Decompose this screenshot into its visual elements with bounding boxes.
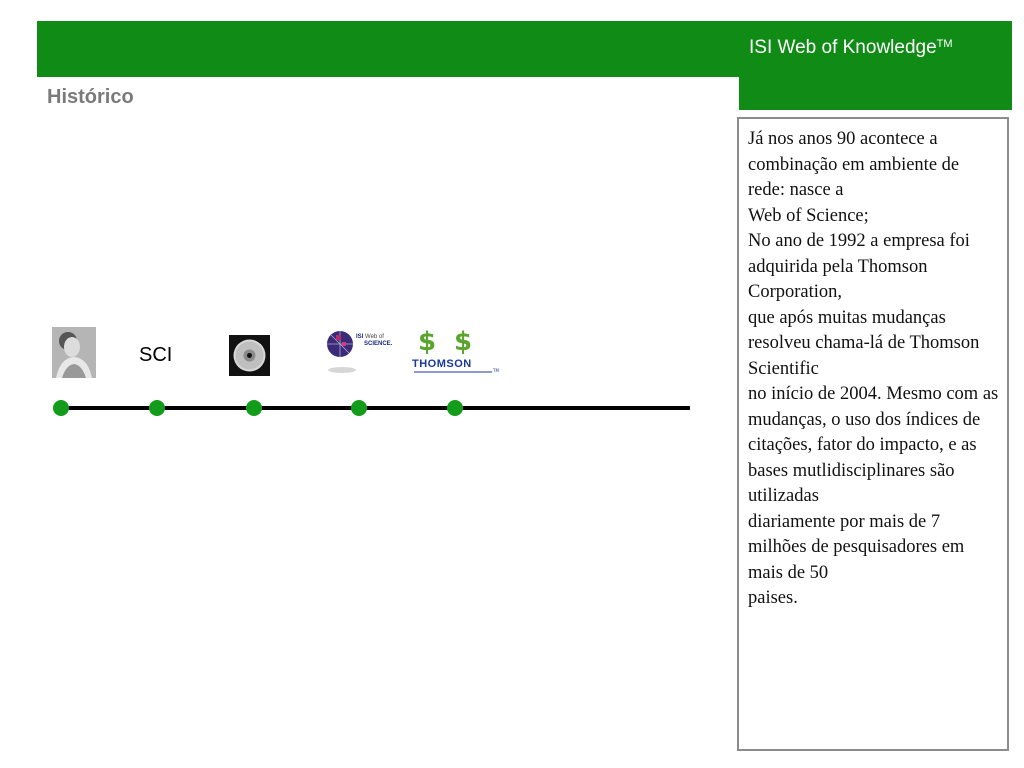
web-of-science-logo-text: ISI Web of SCIENCE. <box>356 334 393 347</box>
thomson-logo-text: THOMSON <box>412 358 472 370</box>
timeline-dot <box>447 400 463 416</box>
panel-line: que após muitas mudanças resolveu chama-… <box>748 307 980 379</box>
panel-line: No ano de 1992 a empresa foi adquirida p… <box>748 231 970 302</box>
svg-text:$: $ <box>418 327 436 357</box>
portrait-photo <box>52 327 96 378</box>
description-panel: Já nos anos 90 acontece a combinação em … <box>737 117 1009 751</box>
panel-line: Já nos anos 90 acontece a combinação em … <box>748 129 960 200</box>
timeline-dot <box>246 400 262 416</box>
cd-icon <box>229 335 270 376</box>
panel-line: citações, fator do impacto, e as bases m… <box>748 435 977 506</box>
timeline-dot <box>149 400 165 416</box>
thomson-trademark: TM <box>492 368 499 373</box>
brand-box: ISI Web of KnowledgeTM <box>739 21 1012 110</box>
header-bar <box>37 21 739 77</box>
timeline-line <box>60 406 690 410</box>
panel-line: diariamente por mais de 7 milhões de pes… <box>748 511 965 583</box>
panel-line: paises. <box>748 588 798 608</box>
thomson-logo: $ $ TM THOMSON <box>410 326 500 378</box>
panel-line: Web of Science; <box>748 205 869 226</box>
sci-label: SCI <box>139 344 173 366</box>
section-title: Histórico <box>47 86 134 108</box>
svg-text:$: $ <box>454 327 472 357</box>
timeline-dot <box>351 400 367 416</box>
trademark-mark: TM <box>936 38 953 50</box>
brand-title: ISI Web of KnowledgeTM <box>749 37 953 58</box>
panel-line: no início de 2004. Mesmo com as mudanças… <box>748 384 999 430</box>
timeline-dot <box>53 400 69 416</box>
web-of-science-logo: ISI Web of SCIENCE. <box>324 326 394 374</box>
